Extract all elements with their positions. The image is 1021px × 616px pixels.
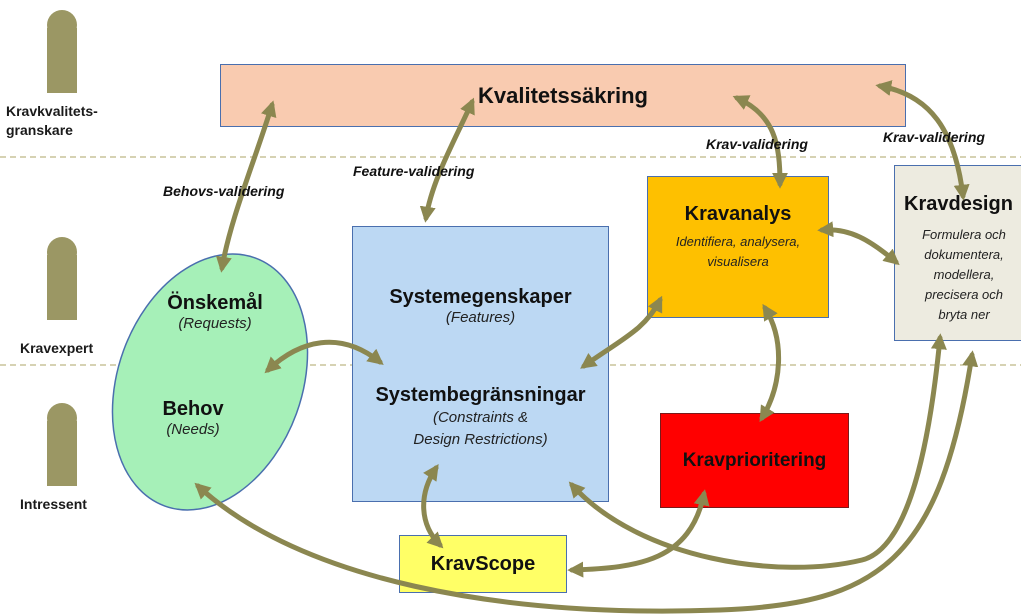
- analysis-subtitle: Identifiera, analysera, visualisera: [675, 234, 801, 269]
- role-label-stakeholder: Intressent: [20, 496, 87, 512]
- person-icon-quality-reviewer: [47, 10, 77, 93]
- wishes-title: Önskemål: [167, 292, 263, 314]
- arrow-analysis-validation: [732, 95, 788, 189]
- role-label-quality-reviewer: Kravkvalitets- granskare: [6, 103, 98, 138]
- label-req-validation-design: Krav-validering: [883, 129, 985, 145]
- arrow-constraints-scope: [421, 464, 444, 549]
- arrow-analysis-design: [817, 221, 900, 266]
- quality-assurance-box: Kvalitetssäkring: [220, 64, 906, 127]
- label-needs-validation: Behovs-validering: [163, 183, 285, 199]
- quality-assurance-title: Kvalitetssäkring: [478, 82, 648, 108]
- features-title: Systemegenskaper: [389, 286, 572, 308]
- arrow-design-validation: [875, 80, 970, 201]
- label-feature-validation: Feature-validering: [353, 163, 475, 179]
- arrow-constraints-analysis: [580, 295, 663, 369]
- features-block: Systemegenskaper (Features): [352, 286, 609, 326]
- scope-title: KravScope: [430, 552, 536, 575]
- arrow-wishes-constraints: [264, 339, 384, 374]
- label-req-validation-analysis: Krav-validering: [706, 136, 808, 152]
- features-subtitle: (Features): [445, 309, 516, 326]
- arrow-feature-validation: [419, 97, 475, 223]
- arrow-analysis-prioritization: [759, 303, 781, 423]
- design-subtitle: Formulera och dokumentera, modellera, pr…: [922, 227, 1006, 322]
- role-label-expert: Kravexpert: [20, 340, 94, 356]
- analysis-title: Kravanalys: [684, 203, 792, 225]
- analysis-box: Kravanalys Identifiera, analysera, visua…: [647, 176, 829, 318]
- person-icon-expert: [47, 237, 77, 320]
- arrow-constraints-design: [568, 333, 947, 570]
- arrow-scope-prioritization: [567, 489, 710, 578]
- wishes-subtitle: (Requests): [178, 315, 252, 332]
- person-icon-stakeholder: [47, 403, 77, 486]
- wishes-block: Önskemål (Requests): [150, 292, 280, 332]
- arrow-needs-design: [194, 350, 979, 614]
- arrow-needs-validation: [215, 100, 277, 273]
